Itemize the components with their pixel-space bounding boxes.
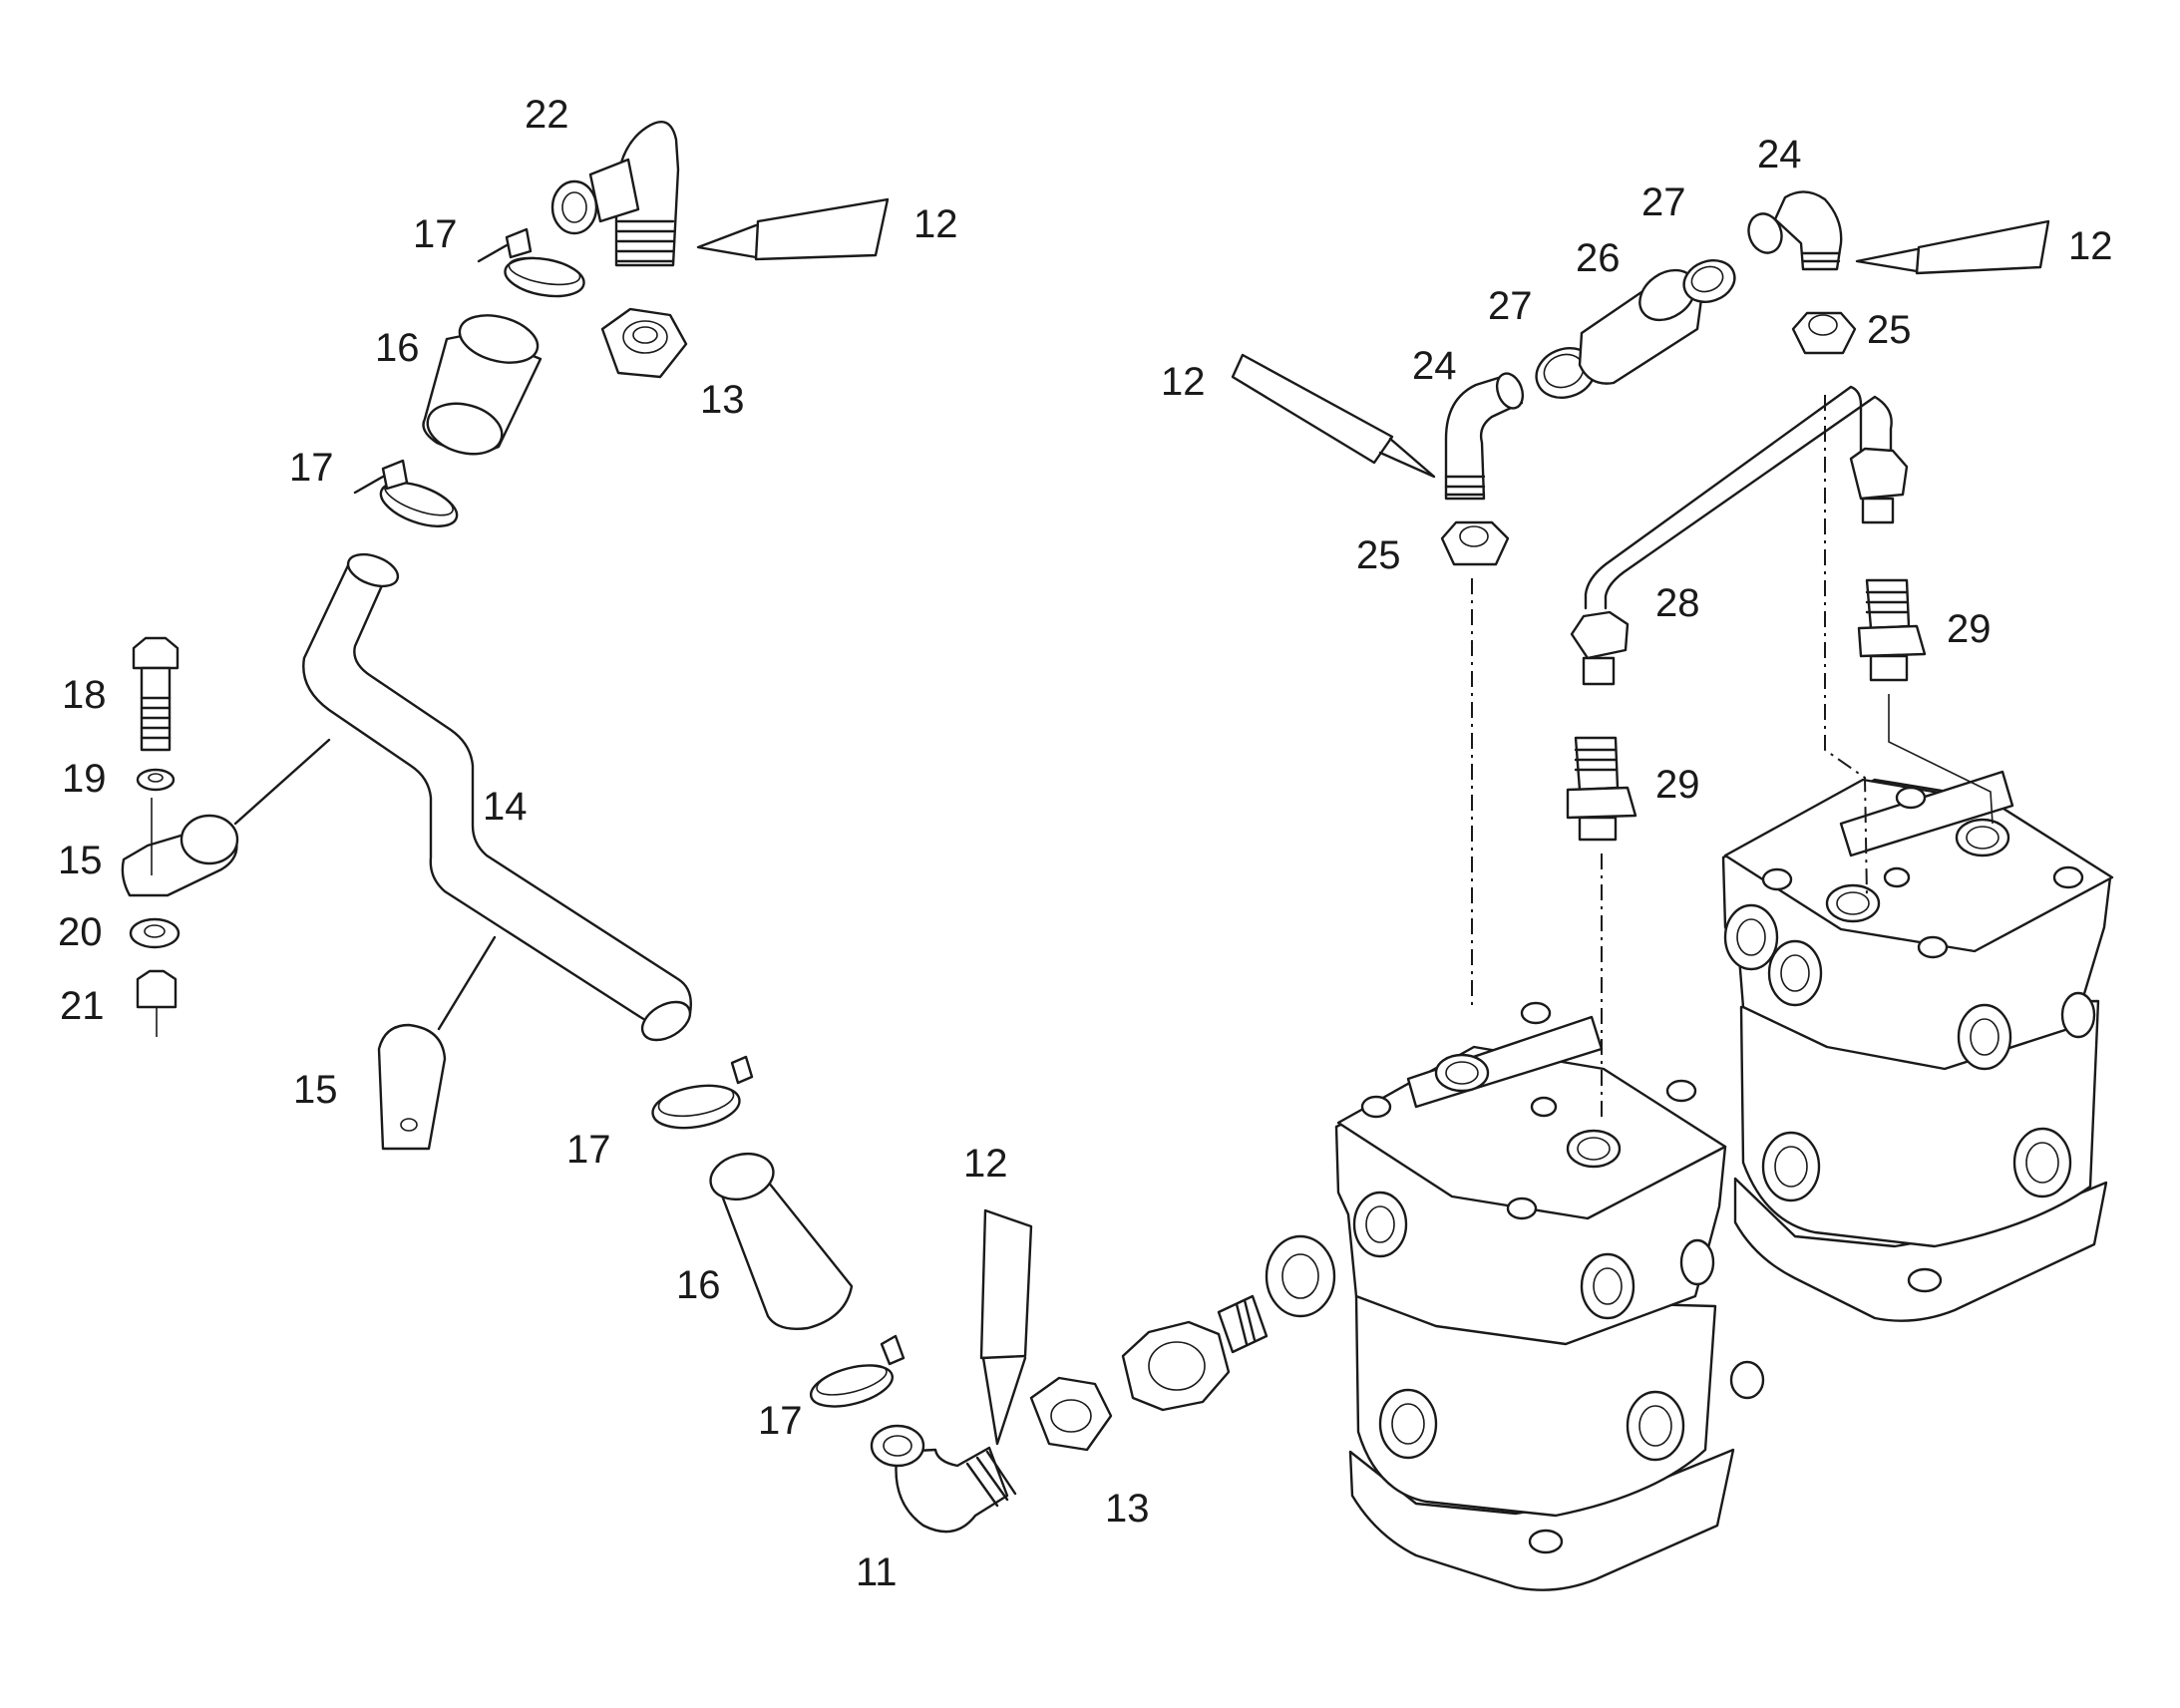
compressor-front — [1334, 1001, 1765, 1591]
callout-22: 22 — [525, 93, 569, 137]
callout-21: 21 — [60, 984, 105, 1028]
hose-26 — [1578, 268, 1703, 385]
callout-24: 24 — [1757, 133, 1802, 176]
callout-29: 29 — [1947, 607, 1992, 651]
callout-17: 17 — [758, 1399, 803, 1443]
washer-20 — [129, 917, 181, 949]
callout-labels: 22 17 12 16 13 17 18 19 15 20 21 14 15 1… — [58, 93, 2113, 1594]
washer-19 — [136, 768, 176, 792]
sealant-tube-12-top — [696, 197, 890, 261]
callout-25: 25 — [1356, 533, 1401, 577]
sealant-tube-12-right — [1855, 219, 2050, 275]
pipe-28 — [1570, 385, 1909, 686]
hose-section-16-top — [422, 314, 543, 456]
elbow-24-left — [1444, 372, 1525, 501]
pipe-14 — [302, 552, 692, 1042]
clamp-bracket-15-top — [121, 738, 331, 897]
fitting-29-right — [1857, 578, 1927, 682]
callout-13: 13 — [1105, 1487, 1150, 1531]
callout-19: 19 — [62, 757, 107, 801]
callout-27: 27 — [1641, 180, 1686, 224]
hose-clamp-17-lower — [651, 1055, 754, 1130]
callout-24: 24 — [1412, 344, 1457, 388]
sealant-tube-12-mid — [1231, 353, 1436, 479]
callout-11: 11 — [856, 1550, 898, 1594]
callout-12: 12 — [963, 1142, 1008, 1186]
assembly-lines — [1471, 395, 1994, 1119]
callout-29: 29 — [1655, 763, 1700, 807]
elbow-fitting-22 — [550, 120, 680, 267]
fitting-29-left — [1566, 736, 1637, 842]
compressor-rear — [1721, 770, 2114, 1322]
bolt-18 — [132, 636, 180, 752]
sealant-tube-12-bottom — [979, 1208, 1033, 1446]
hex-nut-13-bottom — [1029, 1376, 1113, 1452]
nut-25-right — [1791, 311, 1857, 355]
hose-clamp-17-second — [353, 459, 459, 527]
nut-21 — [136, 969, 178, 1037]
callout-28: 28 — [1655, 581, 1700, 625]
callout-16: 16 — [375, 326, 420, 370]
hose-clamp-17-top — [477, 227, 585, 298]
hose-clamp-17-bottom — [809, 1334, 906, 1408]
callout-12: 12 — [1161, 360, 1206, 404]
callout-15: 15 — [58, 839, 103, 882]
callout-13: 13 — [700, 378, 745, 422]
callout-15: 15 — [293, 1068, 338, 1112]
nut-25-left — [1440, 520, 1510, 566]
hex-nut-13-top — [600, 307, 688, 379]
callout-12: 12 — [913, 202, 958, 246]
callout-18: 18 — [62, 673, 107, 717]
callout-12: 12 — [2068, 224, 2113, 268]
callout-25: 25 — [1867, 308, 1912, 352]
union-fitting — [1121, 1294, 1269, 1412]
elbow-24-right — [1747, 190, 1843, 271]
callout-17: 17 — [566, 1128, 611, 1172]
callout-14: 14 — [483, 785, 528, 829]
callout-17: 17 — [413, 212, 458, 256]
callout-17: 17 — [289, 446, 334, 490]
callout-27: 27 — [1488, 284, 1533, 328]
callout-20: 20 — [58, 910, 103, 954]
hose-section-16-lower — [709, 1152, 854, 1330]
hose-clamp-27-right — [1682, 259, 1736, 303]
callout-26: 26 — [1576, 236, 1621, 280]
clamp-bracket-15-lower — [377, 935, 497, 1151]
callout-16: 16 — [676, 1263, 721, 1307]
elbow-fitting-11 — [870, 1424, 1017, 1534]
sealing-washer — [1265, 1234, 1336, 1318]
